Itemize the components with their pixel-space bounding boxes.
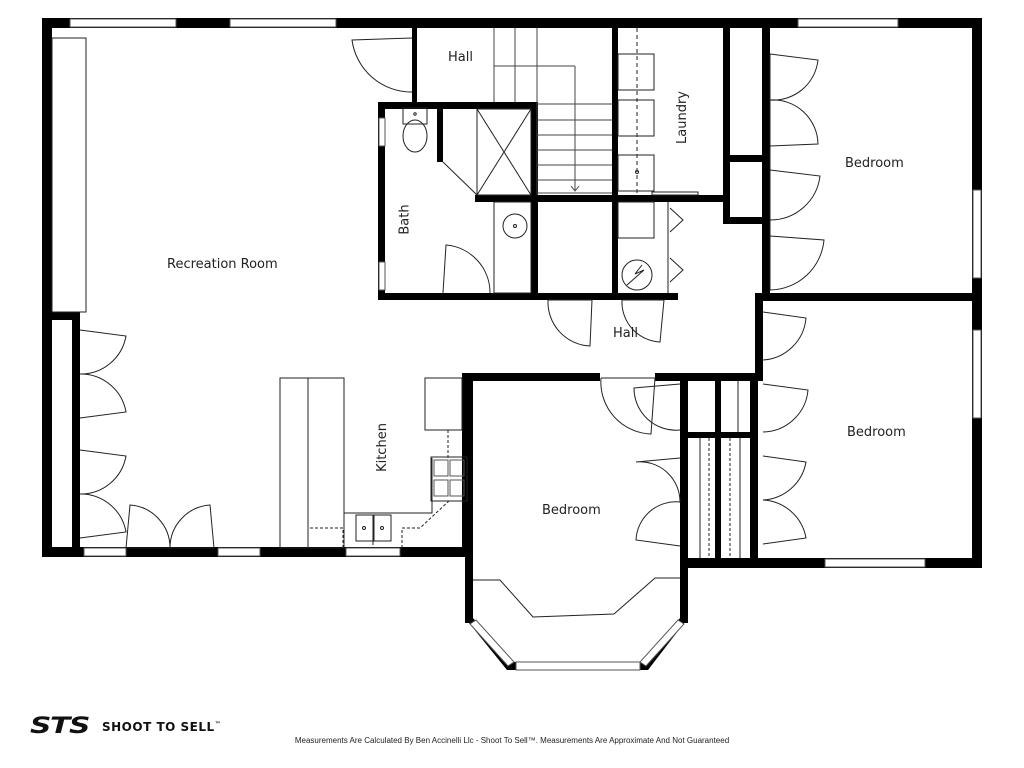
room-label-laundry: Laundry xyxy=(674,91,690,144)
brand-name: SHOOT TO SELL™ xyxy=(102,719,222,734)
room-label-hall-upper: Hall xyxy=(448,50,473,65)
room-label-hall-lower: Hall xyxy=(613,326,638,341)
doors-and-fixtures xyxy=(51,28,825,618)
interior-walls xyxy=(52,28,982,670)
room-label-bedroom-center: Bedroom xyxy=(542,503,601,518)
room-label-bedroom-e: Bedroom xyxy=(847,425,906,440)
sts-logo-mark: STS xyxy=(30,714,90,739)
brand-logo: STS SHOOT TO SELL™ xyxy=(30,714,221,739)
windows xyxy=(69,18,982,671)
room-label-bedroom-ne: Bedroom xyxy=(845,156,904,171)
room-label-bath: Bath xyxy=(397,204,413,235)
room-label-recreation-room: Recreation Room xyxy=(167,257,278,272)
measurement-disclaimer: Measurements Are Calculated By Ben Accin… xyxy=(294,736,730,745)
room-label-kitchen: Kitchen xyxy=(374,423,390,472)
